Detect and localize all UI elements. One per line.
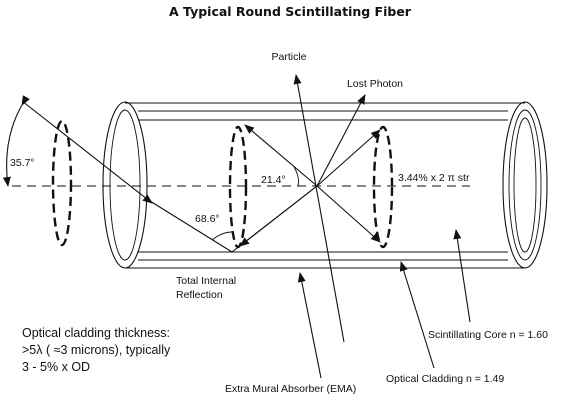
fiber-right-end bbox=[502, 101, 548, 269]
lost-photon-ray bbox=[316, 94, 366, 187]
incidence-angle-label: 68.6° bbox=[195, 213, 220, 225]
fiber-right-end-inner bbox=[508, 109, 542, 261]
tir-label-line1: Total Internal bbox=[176, 275, 236, 287]
tir-label-line2: Reflection bbox=[176, 289, 223, 301]
trapping-cone-right-ellipse bbox=[372, 125, 394, 249]
incident-ray-segment-2 bbox=[149, 200, 233, 253]
photon-ray-lower-right bbox=[316, 185, 381, 243]
incident-ray bbox=[21, 100, 233, 253]
fiber-left-end-inner bbox=[109, 109, 141, 261]
incident-ray-segment-1 bbox=[21, 100, 153, 204]
cladding-note-line3: 3 - 5% x OD bbox=[22, 360, 90, 374]
acceptance-angle-arc bbox=[2, 95, 30, 187]
particle-track bbox=[293, 74, 345, 343]
particle-label: Particle bbox=[271, 51, 306, 63]
incidence-angle-arc bbox=[211, 231, 233, 241]
pointer-arrows bbox=[297, 229, 471, 379]
acceptance-cone-ellipse bbox=[51, 119, 73, 247]
scintillating-core-label: Scintillating Core n = 1.60 bbox=[428, 329, 548, 341]
trapping-angle-label: 21.4° bbox=[261, 174, 286, 186]
ema-label: Extra Mural Absorber (EMA) bbox=[225, 383, 356, 395]
trapping-angle-arc bbox=[293, 166, 299, 187]
diagram-title: A Typical Round Scintillating Fiber bbox=[169, 4, 412, 19]
fiber-outline bbox=[102, 101, 548, 269]
acceptance-angle-label: 35.7° bbox=[10, 157, 35, 169]
lost-photon-label: Lost Photon bbox=[347, 78, 403, 90]
cladding-note-line2: >5λ ( ≈3 microns), typically bbox=[22, 343, 171, 357]
cladding-note-line1: Optical cladding thickness: bbox=[22, 326, 170, 340]
optical-cladding-label: Optical Cladding n = 1.49 bbox=[386, 373, 504, 385]
photon-ray-upper-right bbox=[316, 129, 381, 187]
trapping-cone-left-ellipse bbox=[228, 125, 248, 249]
ema-pointer bbox=[297, 272, 322, 379]
cladding-pointer bbox=[399, 261, 435, 369]
core-pointer bbox=[453, 229, 471, 323]
photon-ray-upper-left bbox=[244, 124, 318, 187]
fiber-right-end-core bbox=[513, 117, 537, 253]
photon-ray-lower-left bbox=[239, 185, 318, 247]
photon-rays bbox=[239, 94, 381, 247]
fiber-left-end bbox=[102, 101, 148, 269]
solid-angle-label: 3.44% x 2 π str bbox=[398, 172, 470, 184]
